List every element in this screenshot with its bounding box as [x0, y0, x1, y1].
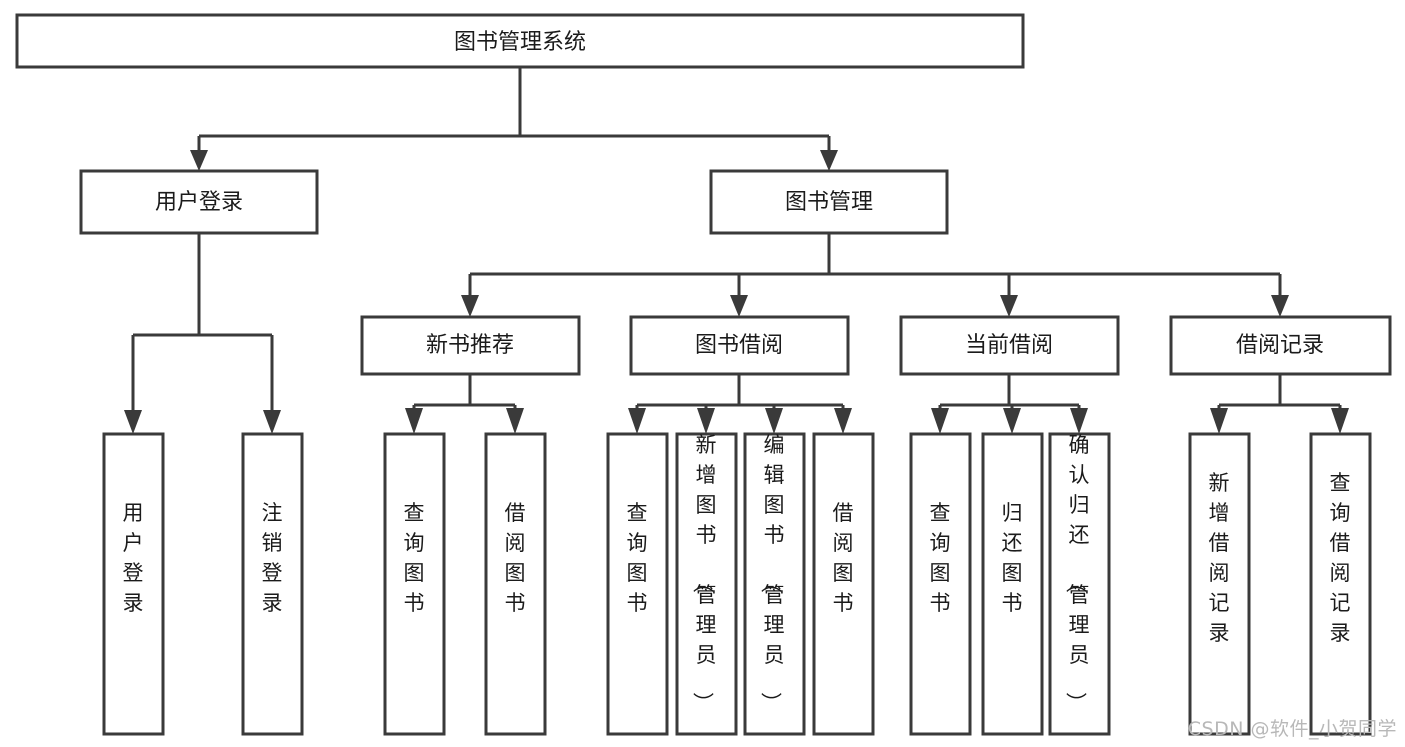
leaf-borrowrecord-add-record[interactable]: 新增借阅记录 [1188, 432, 1251, 736]
leaf-box[interactable] [909, 432, 972, 736]
leaf-newbook-query-book[interactable]: 查询图书 [383, 432, 446, 736]
leaf-box[interactable] [606, 432, 669, 736]
arrowhead-leaf-logout [263, 410, 281, 434]
leaf-label: 用户登录 [123, 501, 144, 615]
leaf-box[interactable] [981, 432, 1044, 736]
leaf-box[interactable] [1309, 432, 1372, 736]
leaf-box[interactable] [241, 432, 304, 736]
leaf-currentborrow-return-book[interactable]: 归还图书 [981, 432, 1044, 736]
leaf-label: 归还图书 [1002, 501, 1023, 615]
leaf-box[interactable] [383, 432, 446, 736]
node-book-borrow[interactable]: 图书借阅 [629, 315, 850, 376]
node-book-manage[interactable]: 图书管理 [709, 169, 949, 235]
arrowhead-leaf-user-login [124, 410, 142, 434]
arrowhead-currentborrow-leaf-3 [1070, 408, 1088, 434]
leaf-label: 查询图书 [404, 501, 425, 615]
node-new-book-recommend-box[interactable] [360, 315, 581, 376]
leaf-label: 查询借阅记录 [1330, 471, 1351, 645]
leaf-label: 查询图书 [627, 501, 648, 615]
leaf-bookborrow-edit-book-admin[interactable]: 编辑图书（管理员） [743, 432, 806, 736]
leaf-user-login-login[interactable]: 用户登录 [102, 432, 165, 736]
leaf-bookborrow-query-book[interactable]: 查询图书 [606, 432, 669, 736]
arrowhead-book-borrow [730, 295, 748, 317]
node-book-manage-label: 图书管理 [785, 190, 873, 215]
node-new-book-recommend-label: 新书推荐 [426, 333, 514, 358]
arrowhead-newbook-leaf-1 [405, 408, 423, 434]
leaf-label: 新增借阅记录 [1209, 471, 1230, 645]
leaf-label: 借阅图书 [505, 501, 526, 615]
arrowhead-bookborrow-leaf-4 [834, 408, 852, 434]
leaf-box[interactable] [675, 432, 738, 736]
node-user-login-box[interactable] [79, 169, 319, 235]
arrowhead-current-borrow [1000, 295, 1018, 317]
node-borrow-record[interactable]: 借阅记录 [1169, 315, 1392, 376]
leaf-user-login-logout[interactable]: 注销登录 [241, 432, 304, 736]
node-user-login-label: 用户登录 [155, 190, 243, 215]
node-book-borrow-box[interactable] [629, 315, 850, 376]
leaf-box[interactable] [743, 432, 806, 736]
arrowhead-bookborrow-leaf-2 [697, 408, 715, 434]
leaf-label: 确认归还（管理员） [1064, 433, 1090, 713]
leaf-bookborrow-add-book-admin[interactable]: 新增图书（管理员） [675, 432, 738, 736]
leaf-box[interactable] [484, 432, 547, 736]
leaf-box[interactable] [1188, 432, 1251, 736]
node-current-borrow-box[interactable] [899, 315, 1120, 376]
leaf-borrowrecord-query-record[interactable]: 查询借阅记录 [1309, 432, 1372, 736]
leaf-box[interactable] [812, 432, 875, 736]
leaf-label: 新增图书（管理员） [691, 433, 717, 713]
leaf-label: 注销登录 [262, 501, 283, 615]
leaf-label: 查询图书 [930, 501, 951, 615]
node-book-borrow-label: 图书借阅 [695, 333, 783, 358]
arrowhead-borrow-record [1271, 295, 1289, 317]
arrowhead-borrowrecord-leaf-2 [1331, 408, 1349, 434]
arrowhead-book-manage [820, 150, 838, 171]
node-borrow-record-box[interactable] [1169, 315, 1392, 376]
node-user-login[interactable]: 用户登录 [79, 169, 319, 235]
arrowhead-borrowrecord-leaf-1 [1210, 408, 1228, 434]
node-book-manage-box[interactable] [709, 169, 949, 235]
arrowhead-new-book-recommend [461, 295, 479, 317]
leaf-bookborrow-borrow-book[interactable]: 借阅图书 [812, 432, 875, 736]
connector-layer [124, 67, 1349, 434]
leaf-label: 借阅图书 [833, 501, 854, 615]
leaf-box[interactable] [1048, 432, 1111, 736]
node-current-borrow[interactable]: 当前借阅 [899, 315, 1120, 376]
node-current-borrow-label: 当前借阅 [965, 333, 1053, 358]
arrowhead-currentborrow-leaf-1 [931, 408, 949, 434]
leaf-newbook-borrow-book[interactable]: 借阅图书 [484, 432, 547, 736]
csdn-watermark: CSDN @软件_小贺同学 [1187, 718, 1397, 740]
node-root-label: 图书管理系统 [454, 30, 586, 55]
node-new-book-recommend[interactable]: 新书推荐 [360, 315, 581, 376]
leaf-label: 编辑图书（管理员） [759, 433, 785, 713]
node-root-box[interactable] [15, 13, 1025, 69]
node-root-system[interactable]: 图书管理系统 [15, 13, 1025, 69]
arrowhead-bookborrow-leaf-1 [628, 408, 646, 434]
leaf-currentborrow-confirm-return-admin[interactable]: 确认归还（管理员） [1048, 432, 1111, 736]
leaf-box[interactable] [102, 432, 165, 736]
arrowhead-currentborrow-leaf-2 [1003, 408, 1021, 434]
arrowhead-newbook-leaf-2 [506, 408, 524, 434]
arrowhead-bookborrow-leaf-3 [765, 408, 783, 434]
node-borrow-record-label: 借阅记录 [1236, 333, 1324, 358]
leaf-currentborrow-query-book[interactable]: 查询图书 [909, 432, 972, 736]
arrowhead-user-login [190, 150, 208, 171]
